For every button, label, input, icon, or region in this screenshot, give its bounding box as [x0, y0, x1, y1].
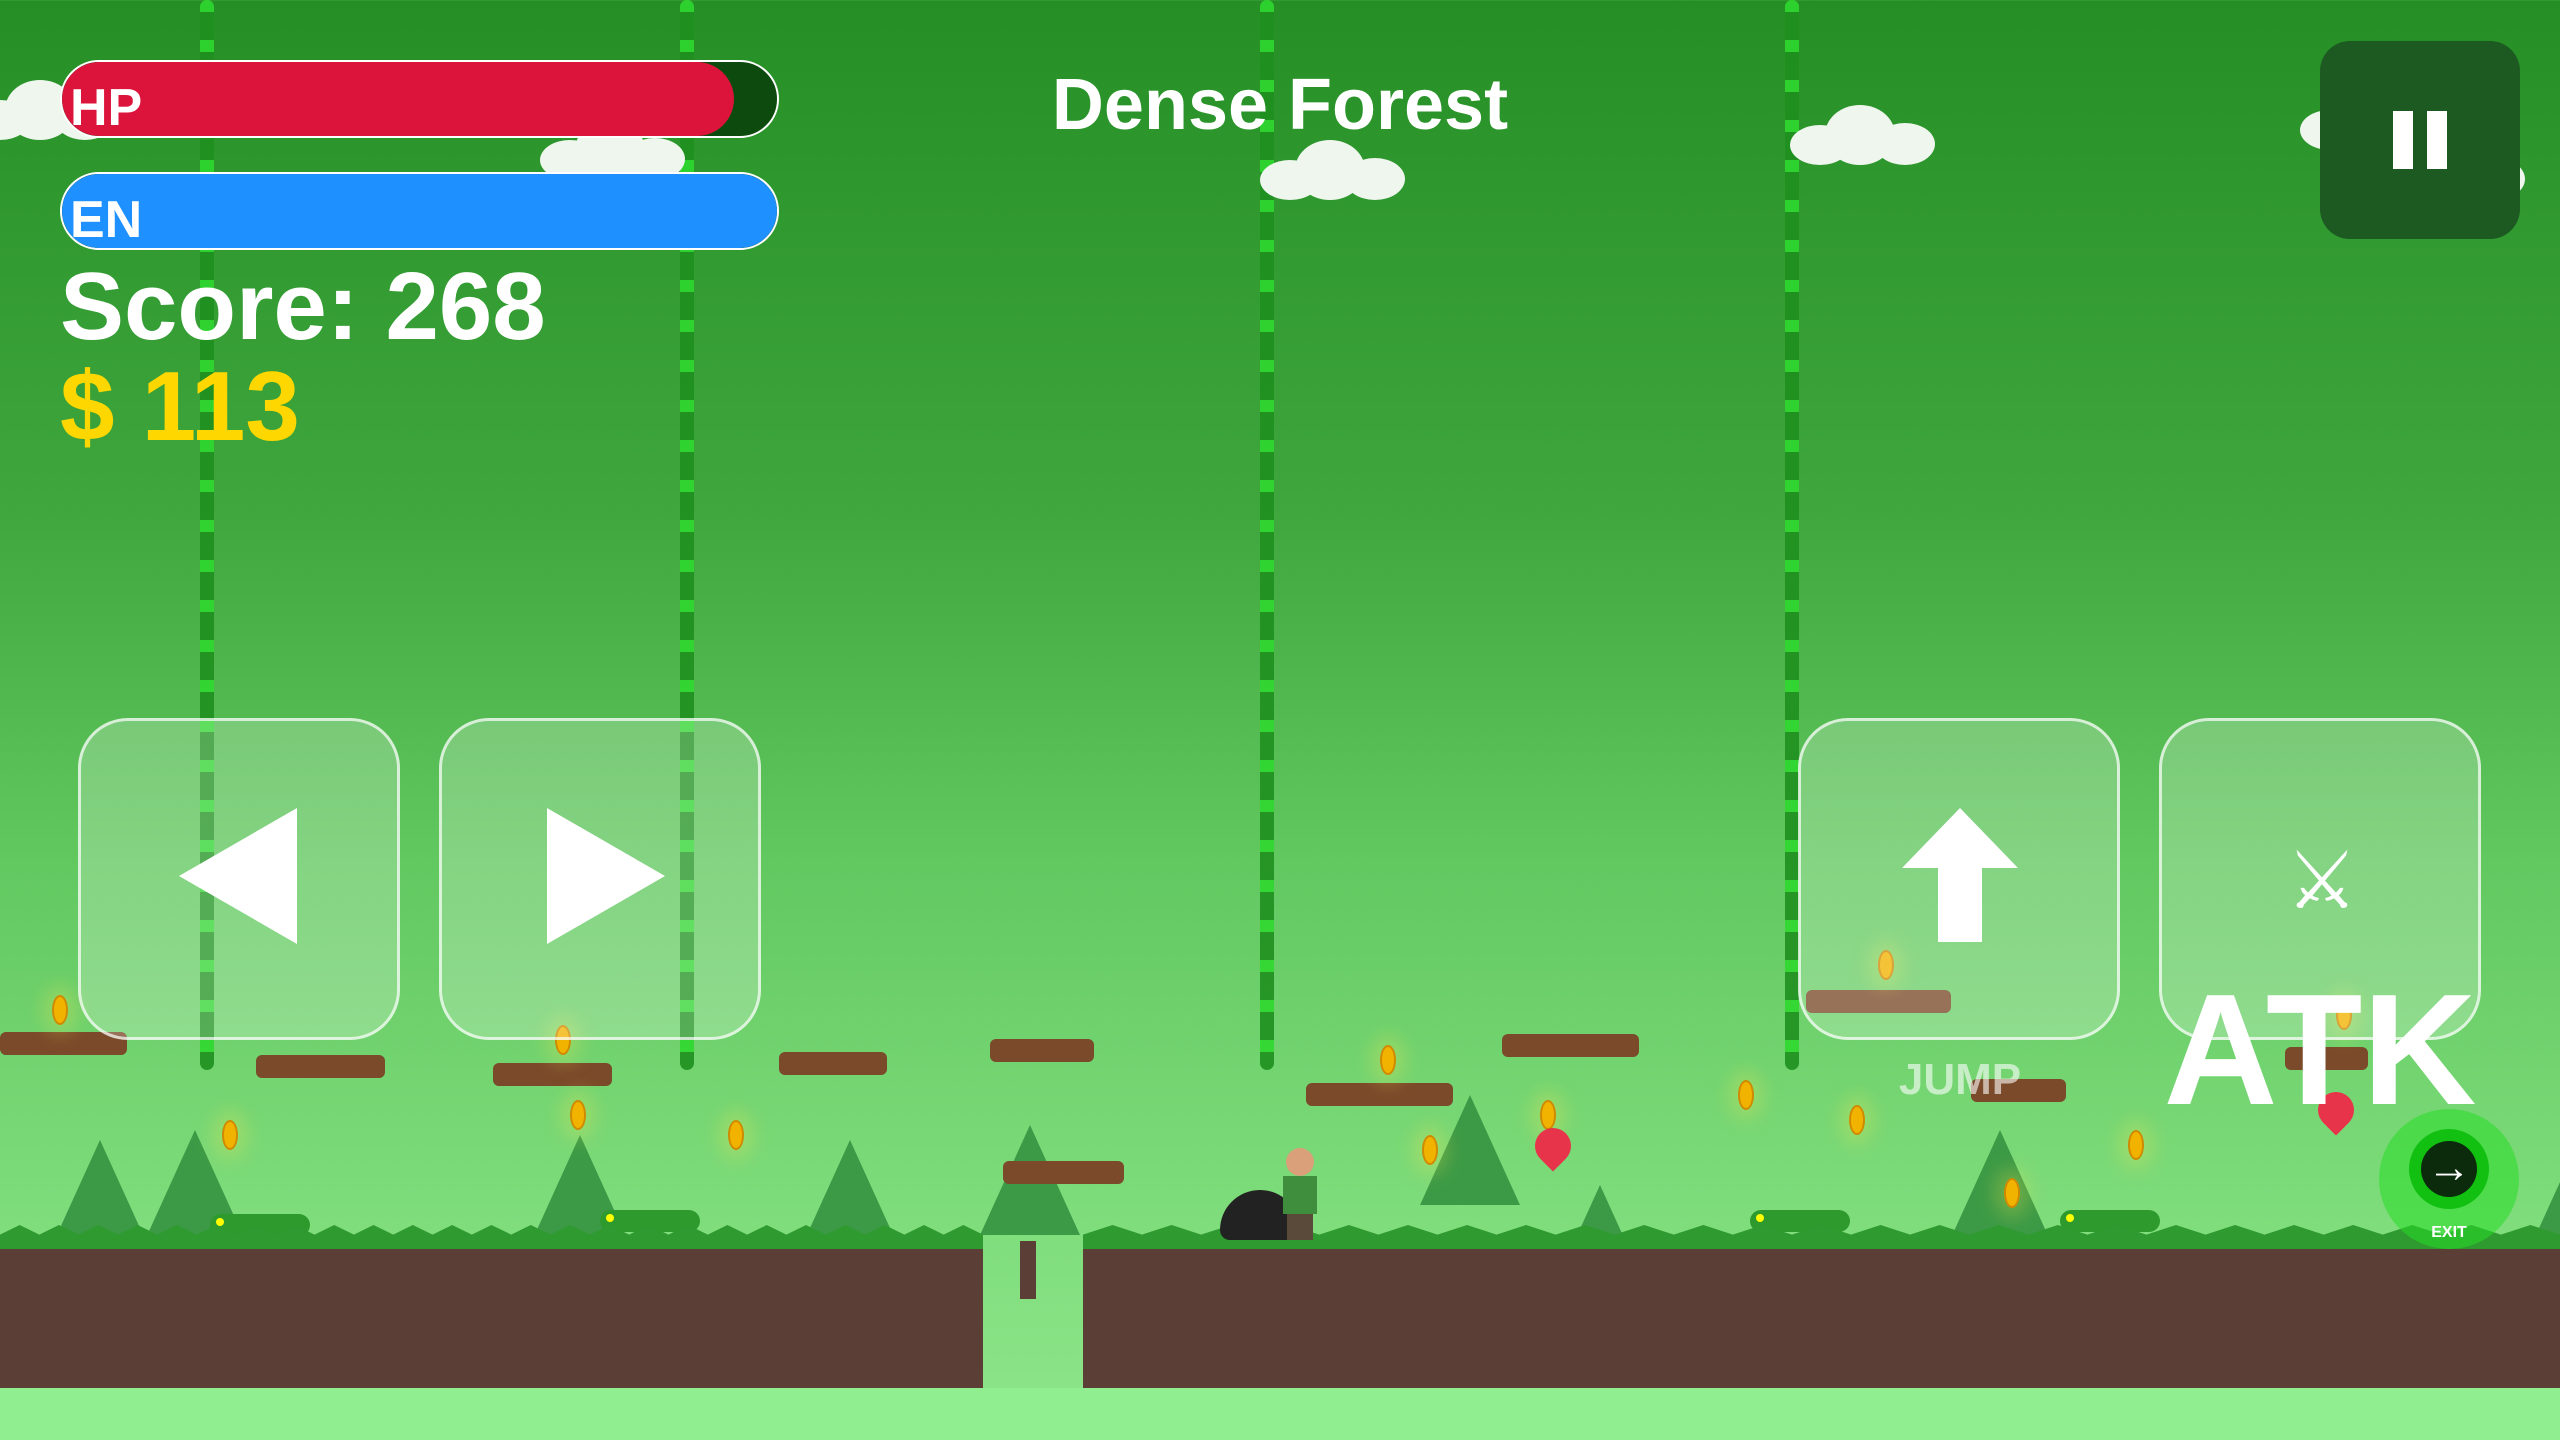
coin-pickup	[1738, 1080, 1754, 1110]
attack-button[interactable]: ⚔	[2159, 718, 2481, 1040]
arrow-right-icon: →	[2421, 1141, 2477, 1197]
heart-health-pickup	[1527, 1120, 1579, 1172]
coin-pickup	[2336, 1000, 2352, 1030]
en-bar: EN	[60, 172, 779, 250]
coin-pickup	[555, 1025, 571, 1055]
attack-label: ATK	[2163, 962, 2477, 1138]
coin-pickup	[1849, 1105, 1865, 1135]
coin-pickup	[1380, 1045, 1396, 1075]
hp-fill	[62, 62, 735, 136]
coin-pickup	[1422, 1135, 1438, 1165]
cloud	[1260, 140, 1410, 200]
coin-pickup	[52, 995, 68, 1025]
snake-enemy	[2060, 1210, 2160, 1232]
money-text: $ 113	[60, 351, 300, 461]
wooden-platform	[1502, 1034, 1639, 1057]
coin-pickup	[570, 1100, 586, 1130]
coin-pickup	[2128, 1130, 2144, 1160]
player-character	[1280, 1148, 1320, 1240]
move-right-button[interactable]	[439, 718, 761, 1040]
triangle-right-icon	[547, 808, 665, 944]
coin-pickup	[1878, 950, 1894, 980]
tree-trunk	[1020, 1241, 1036, 1299]
en-fill	[62, 174, 777, 248]
jump-label: JUMP	[1898, 1055, 2022, 1104]
jump-button[interactable]	[1798, 718, 2120, 1040]
wooden-platform	[990, 1039, 1094, 1062]
crossed-swords-icon: ⚔	[2286, 836, 2358, 925]
exit-button[interactable]: → EXIT	[2379, 1109, 2519, 1249]
wooden-platform	[1971, 1079, 2066, 1102]
pause-button[interactable]	[2320, 41, 2520, 239]
coin-pickup	[2004, 1178, 2020, 1208]
wooden-platform	[1306, 1083, 1453, 1106]
cloud	[1790, 105, 1940, 165]
wooden-platform	[779, 1052, 887, 1075]
move-left-button[interactable]	[78, 718, 400, 1040]
wooden-platform	[2285, 1047, 2368, 1070]
wooden-platform	[1003, 1161, 1124, 1184]
vine	[200, 0, 214, 1070]
wooden-platform	[493, 1063, 612, 1086]
coin-pickup	[222, 1120, 238, 1150]
hp-label: HP	[70, 79, 143, 137]
pine-tree	[1950, 1130, 2050, 1240]
coin-pickup	[1540, 1100, 1556, 1130]
score-text: Score: 268	[60, 253, 546, 360]
ground-right	[1083, 1241, 2560, 1388]
vine	[1785, 0, 1799, 1070]
ground-left	[0, 1241, 983, 1388]
wooden-platform	[256, 1055, 385, 1078]
exit-label: EXIT	[2431, 1224, 2467, 1241]
level-title: Dense Forest	[1051, 65, 1509, 145]
vine	[1260, 0, 1274, 1070]
snake-enemy	[600, 1210, 700, 1232]
triangle-left-icon	[179, 808, 297, 944]
wooden-platform	[0, 1032, 127, 1055]
vine	[680, 0, 694, 1070]
coin-pickup	[728, 1120, 744, 1150]
lower-floor	[0, 1388, 2560, 1440]
hp-bar: HP	[60, 60, 779, 138]
en-label: EN	[70, 191, 143, 249]
